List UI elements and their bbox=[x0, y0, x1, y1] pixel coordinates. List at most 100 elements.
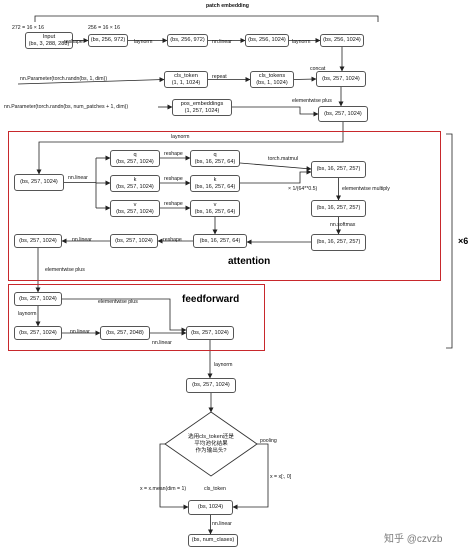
tensor-node-text: pos_embeddings bbox=[180, 100, 224, 107]
edge-label-cls_token: cls_token bbox=[204, 486, 226, 492]
tensor-node-text: (bs, 257, 1024) bbox=[20, 179, 58, 186]
edge-label-elementwise_plus_a: elementwise plus bbox=[292, 98, 332, 104]
attention-title: attention bbox=[228, 256, 271, 267]
tensor-node-text: (bs, 16, 257, 257) bbox=[316, 166, 361, 173]
dim-in-note: 272 = 16 × 16 bbox=[12, 25, 45, 31]
tensor-node-q1: q(bs, 257, 1024) bbox=[110, 150, 160, 167]
tensor-node-text: (1, 1, 1024) bbox=[171, 79, 201, 86]
edge-label-nnlinear_b: nn.linear bbox=[68, 175, 88, 181]
connector-arrow bbox=[239, 162, 312, 172]
tensor-node-s3: (bs, 16, 257, 257) bbox=[311, 234, 366, 251]
edge-label-concat: concat bbox=[310, 66, 326, 72]
edge-label-nnlinear_c: nn.linear bbox=[70, 329, 90, 335]
tensor-node-post: (bs, 257, 1024) bbox=[186, 378, 236, 393]
tensor-node-text: k bbox=[213, 176, 217, 183]
connector-arrow bbox=[36, 122, 344, 175]
feedforward-block-frame bbox=[8, 284, 265, 351]
edge-label-laynorm_e: laynorm bbox=[214, 362, 233, 368]
edge-label-repeat: repeat bbox=[212, 74, 227, 80]
tensor-node-ff_in: (bs, 257, 1024) bbox=[14, 292, 62, 306]
edge-label-matmul: torch.matmul bbox=[268, 156, 298, 162]
tensor-node-text: (bs, 1, 1024) bbox=[256, 79, 288, 86]
watermark-text: 知乎 @czvzb bbox=[384, 534, 443, 545]
tensor-node-text: (bs, 257, 1024) bbox=[116, 183, 154, 190]
connector-arrow bbox=[17, 77, 165, 85]
edge-label-x_first: x = x[:, 0] bbox=[270, 474, 292, 480]
tensor-node-text: (bs, 16, 257, 257) bbox=[316, 239, 361, 246]
edge-label-laynorm_a: laynorm bbox=[134, 39, 153, 45]
edge-label-reshape_v: reshape bbox=[164, 201, 183, 207]
tensor-node-text: (1, 257, 1024) bbox=[184, 107, 220, 114]
tensor-node-text: v bbox=[213, 201, 217, 208]
tensor-node-attn_in: (bs, 257, 1024) bbox=[14, 174, 64, 191]
connector-arrow bbox=[232, 443, 269, 510]
connector-arrow bbox=[159, 443, 189, 510]
connector-arrow bbox=[293, 76, 317, 82]
dim-mid-note: 256 = 16 × 16 bbox=[88, 25, 121, 31]
tensor-node-pe2: (bs, 256, 972) bbox=[167, 34, 208, 47]
tensor-node-out: (bs, num_clases) bbox=[188, 534, 238, 547]
edge-label-laynorm_c: laynorm bbox=[171, 134, 190, 140]
tensor-node-text: (bs, 257, 1024) bbox=[19, 329, 57, 336]
tensor-node-fin: (bs, 1024) bbox=[188, 500, 233, 515]
connector-arrow bbox=[240, 169, 312, 184]
decision-text: 选用cls_token还是平均池化结果作为输出头? bbox=[171, 434, 251, 455]
edge-label-elementwise_multiply: elementwise multiply bbox=[342, 186, 390, 192]
tensor-node-text: (bs, 257, 1024) bbox=[191, 329, 229, 336]
repeat-count: ×6 bbox=[458, 236, 469, 246]
tensor-node-text: (bs, 256, 972) bbox=[90, 37, 126, 44]
tensor-node-text: (bs, 16, 257, 64) bbox=[194, 183, 236, 190]
connector-arrow bbox=[446, 133, 453, 349]
tensor-node-text: (bs, 257, 1024) bbox=[19, 295, 57, 302]
edge-label-reshape_a: reshape bbox=[64, 39, 83, 45]
tensor-node-pos: pos_embeddings(1, 257, 1024) bbox=[172, 99, 232, 116]
tensor-node-text: (bs, 257, 1024) bbox=[116, 158, 154, 165]
edge-label-mean: x = x.mean(dim = 1) bbox=[140, 486, 187, 492]
tensor-node-ff1: (bs, 257, 1024) bbox=[14, 326, 62, 340]
tensor-node-text: (bs, 16, 257, 64) bbox=[194, 158, 236, 165]
decision-diamond bbox=[164, 411, 258, 477]
edge-label-scale: × 1/(64**0.5) bbox=[288, 186, 318, 192]
tensor-node-text: (bs, num_clases) bbox=[191, 537, 235, 544]
decision-line: 选用cls_token还是 bbox=[187, 434, 234, 440]
tensor-node-text: (bs, 16, 257, 64) bbox=[199, 237, 241, 244]
tensor-node-s1: (bs, 16, 257, 257) bbox=[311, 161, 366, 178]
connector-arrow bbox=[62, 298, 187, 333]
edge-label-nnlinear_e: nn.linear bbox=[212, 521, 232, 527]
tensor-node-pe4: (bs, 256, 1024) bbox=[320, 34, 364, 47]
tensor-node-text: (bs, 256, 1024) bbox=[323, 37, 361, 44]
tensor-node-pos_out: (bs, 257, 1024) bbox=[318, 106, 368, 122]
tensor-node-k1: k(bs, 257, 1024) bbox=[110, 175, 160, 192]
tensor-node-text: v bbox=[133, 201, 137, 208]
edge-label-param_cls: nn.Parameter(torch.randn(bs, 1, dim)) bbox=[20, 76, 108, 82]
tensor-node-text: (bs, 257, 1024) bbox=[19, 237, 57, 244]
tensor-node-text: k bbox=[133, 176, 137, 183]
edge-label-pooling: pooling bbox=[260, 438, 277, 444]
tensor-node-text: (bs, 3, 288, 288) bbox=[28, 40, 70, 47]
tensor-node-v2: v(bs, 16, 257, 64) bbox=[190, 200, 240, 217]
tensor-node-text: (bs, 256, 1024) bbox=[248, 37, 286, 44]
tensor-node-q2: q(bs, 16, 257, 64) bbox=[190, 150, 240, 167]
edge-label-reshape_k: reshape bbox=[164, 176, 183, 182]
tensor-node-k2: k(bs, 16, 257, 64) bbox=[190, 175, 240, 192]
tensor-node-text: (bs, 257, 1024) bbox=[115, 237, 153, 244]
edge-label-param_pos: nn.Parameter(torch.randn(bs, num_patches… bbox=[4, 104, 129, 110]
edge-label-reshape_q: reshape bbox=[164, 151, 183, 157]
connector-arrow bbox=[34, 15, 379, 22]
tensor-node-o3: (bs, 257, 1024) bbox=[14, 234, 62, 248]
tensor-node-pe3: (bs, 256, 1024) bbox=[245, 34, 289, 47]
connector-arrow bbox=[232, 106, 319, 117]
attention-block-frame bbox=[8, 131, 441, 281]
patch-embedding-title: patch embedding bbox=[206, 3, 249, 9]
decision-line: 平均池化结果 bbox=[194, 441, 228, 447]
edge-label-laynorm_b: laynorm bbox=[292, 39, 311, 45]
tensor-node-input: Input(bs, 3, 288, 288) bbox=[25, 32, 73, 49]
edge-label-nnlinear_o: nn.linear bbox=[72, 237, 92, 243]
tensor-node-text: q bbox=[133, 151, 137, 158]
tensor-node-text: Input bbox=[42, 33, 56, 40]
tensor-node-s2: (bs, 16, 257, 257) bbox=[311, 200, 366, 217]
feedforward-title: feedforward bbox=[182, 294, 240, 305]
edge-label-laynorm_d: laynorm bbox=[18, 311, 37, 317]
